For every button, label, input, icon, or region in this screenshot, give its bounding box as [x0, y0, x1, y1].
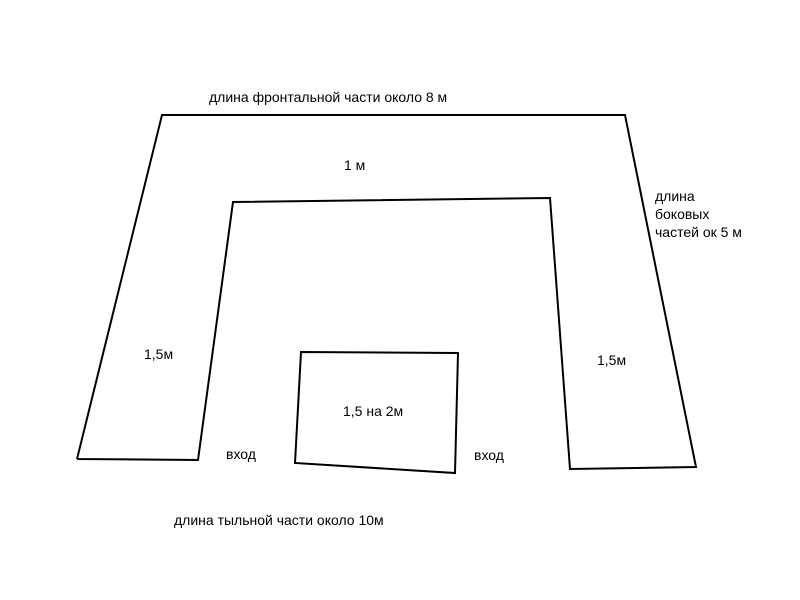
- inner-top-width-label: 1 м: [344, 157, 366, 173]
- front-length-label: длина фронтальной части около 8 м: [209, 89, 448, 105]
- right-width-label: 1,5м: [597, 352, 627, 368]
- back-length-label: длина тыльной части около 10м: [174, 512, 384, 528]
- entrance-left-label: вход: [226, 446, 256, 462]
- side-length-line-3: частей ок 5 м: [655, 224, 742, 240]
- left-width-label: 1,5м: [144, 346, 174, 362]
- u-shape-outline: [76, 114, 698, 471]
- side-length-line-1: длина: [655, 188, 695, 204]
- entrance-right-label: вход: [474, 447, 504, 463]
- side-length-line-2: боковых: [655, 206, 710, 222]
- center-rectangle: [293, 350, 460, 475]
- center-size-label: 1,5 на 2м: [343, 403, 404, 419]
- side-length-label: длина боковых частей ок 5 м: [655, 187, 775, 241]
